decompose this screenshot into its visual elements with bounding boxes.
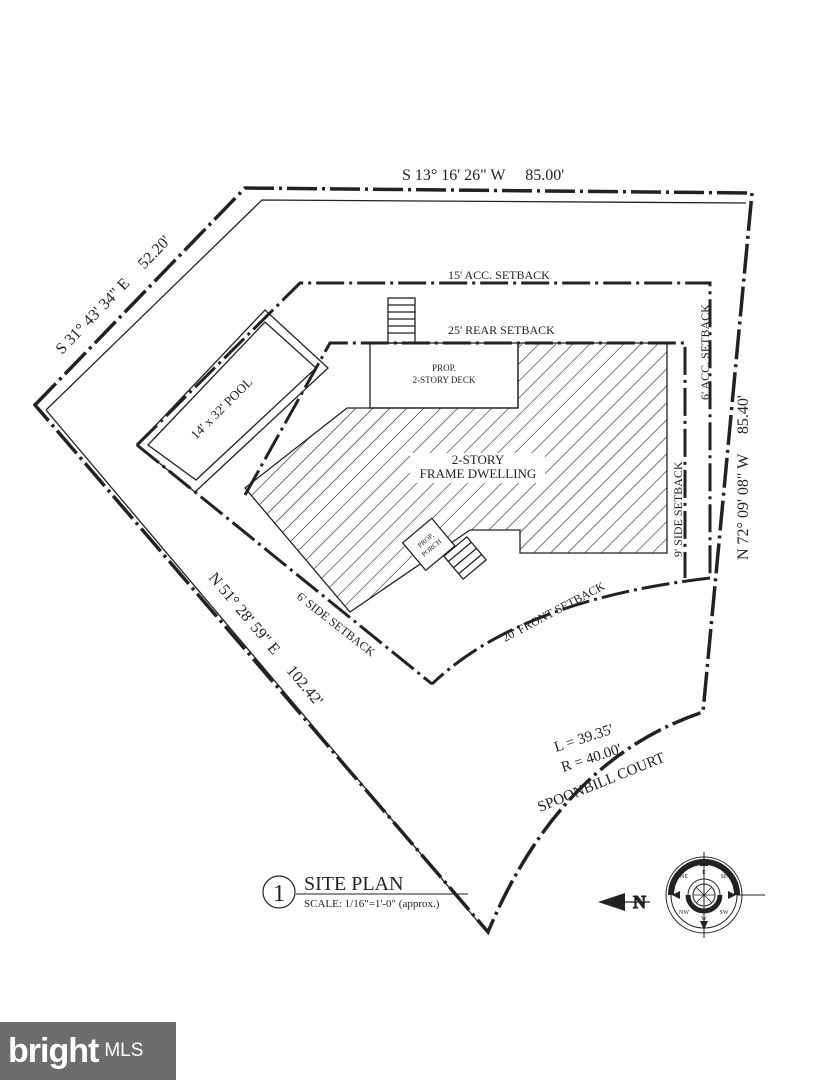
accessory-setback-line [135, 281, 712, 578]
bright-mls-watermark: bright MLS [0, 1022, 176, 1080]
east-bearing-label: N 72° 09' 08" W 85.40' [735, 395, 752, 560]
drawing-number: 1 [273, 881, 285, 907]
northwest-bearing-label: S 31° 43' 34" E 52.20' [53, 233, 175, 358]
compass-point-se: SE [720, 874, 727, 880]
drawing-scale: SCALE: 1/16"=1'-0" (approx.) [304, 898, 440, 910]
front-setback-label: 20' FRONT SETBACK [500, 579, 607, 645]
porch-stairs [442, 535, 488, 581]
compass-point-w: W [701, 916, 707, 922]
compass-rose-icon: N E SE S SW W NW N NE [598, 852, 765, 938]
acc-rear-setback-label: 15' ACC. SETBACK [448, 268, 550, 282]
right-side-setback-label: 9' SIDE SETBACK [671, 461, 685, 557]
compass-point-e: E [702, 870, 706, 876]
north-bearing-label: S 13° 16' 26" W 85.00' [402, 167, 564, 184]
rear-setback-label: 25' REAR SETBACK [448, 323, 555, 337]
compass-point-n: N [676, 893, 681, 899]
front-setback-line [430, 576, 711, 686]
compass-point-s: S [728, 893, 731, 899]
acc-side-setback-label: 6' ACC. SETBACK [698, 304, 712, 400]
drawing-number-circle [262, 875, 296, 909]
southwest-bearing-label: N 51° 28' 59" E 102.42' [205, 570, 326, 710]
deck-label-line2: 2-STORY DECK [413, 375, 476, 385]
dwelling-label-line1: 2-STORY [452, 452, 505, 467]
deck-stairs [387, 297, 416, 344]
compass-north-letter: N [633, 892, 646, 912]
compass-point-sw: SW [720, 910, 729, 916]
pool [136, 309, 329, 493]
compass-point-nw: NW [679, 910, 689, 916]
dwelling-label-line2: FRAME DWELLING [420, 466, 537, 481]
property-boundary [32, 186, 754, 936]
watermark-suffix: MLS [104, 1040, 144, 1061]
drawing-title: SITE PLAN [304, 873, 403, 895]
proposed-porch [401, 517, 456, 572]
boundary-inner-line [45, 199, 747, 925]
deck-label-line1: PROP. [432, 363, 456, 373]
watermark-brand: bright [8, 1031, 99, 1070]
compass-point-ne: NE [680, 874, 688, 880]
